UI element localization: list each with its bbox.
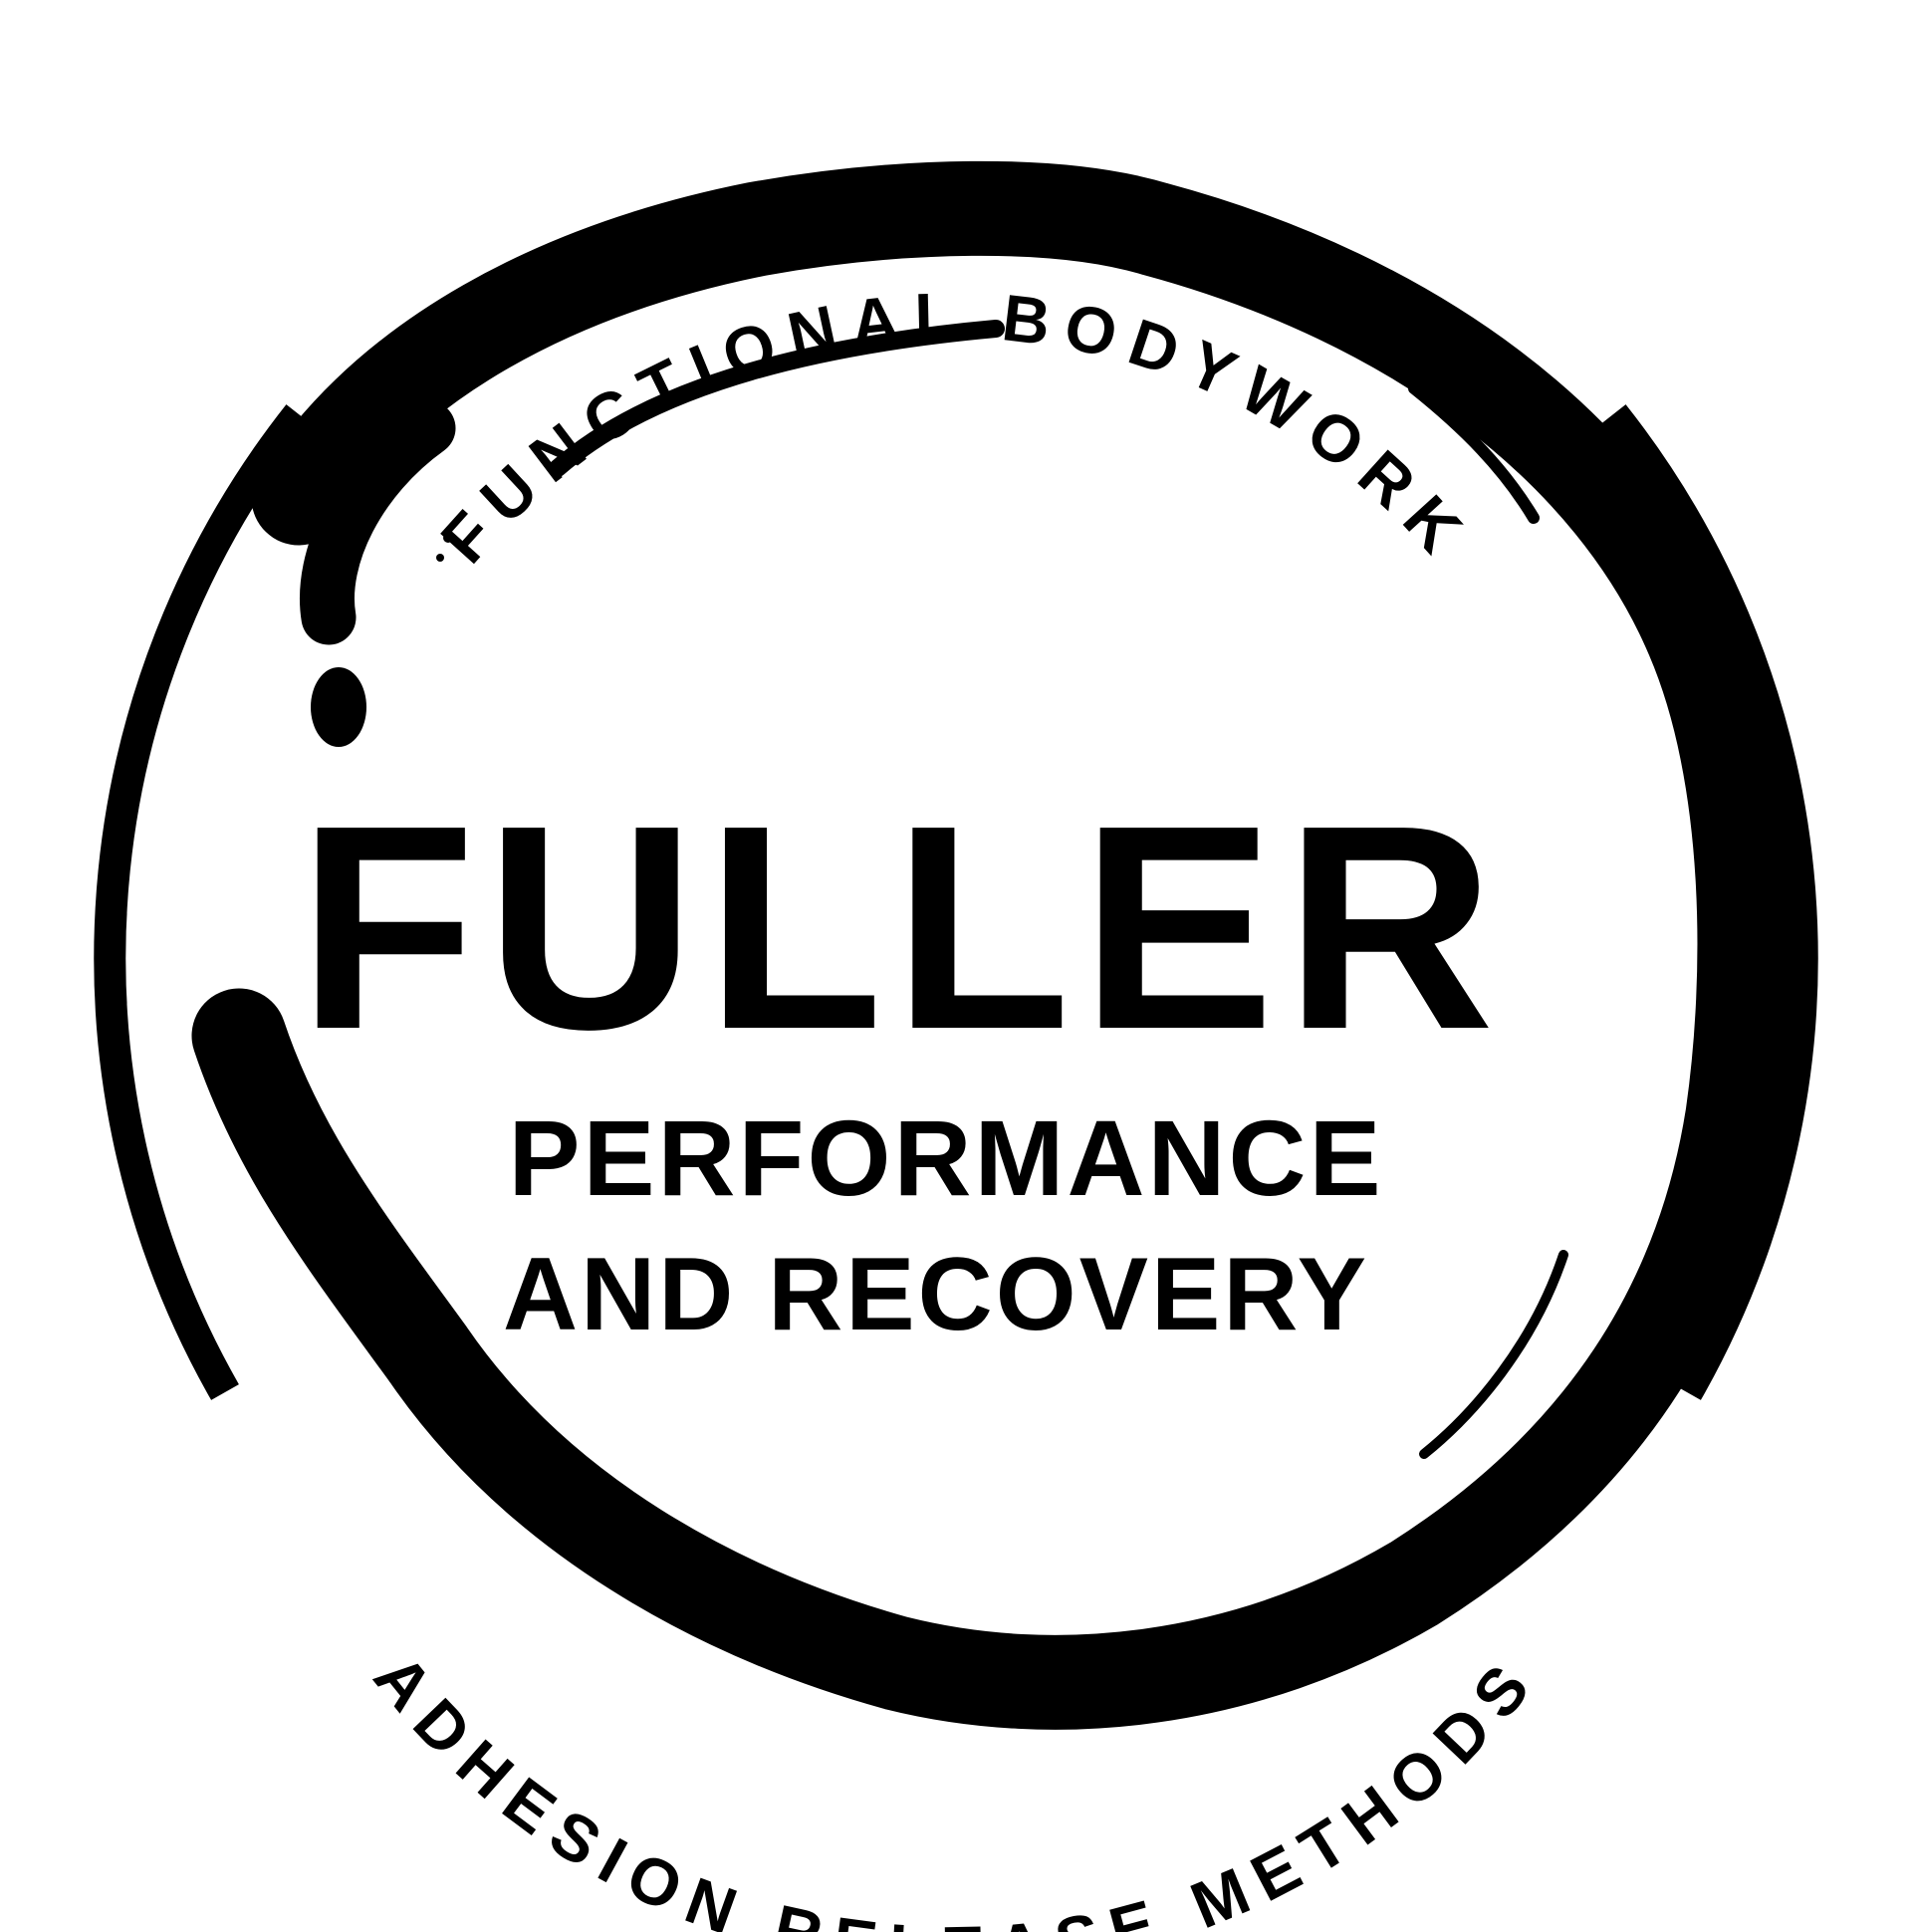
brand-name: FULLER	[298, 765, 1505, 1089]
outer-ring-left-arc	[94, 404, 312, 1400]
brand-subtitle-line-2: AND RECOVERY	[503, 1237, 1369, 1352]
brand-subtitle-line-1: PERFORMANCE	[508, 1097, 1383, 1218]
brush-ring-icon	[191, 160, 1792, 1730]
